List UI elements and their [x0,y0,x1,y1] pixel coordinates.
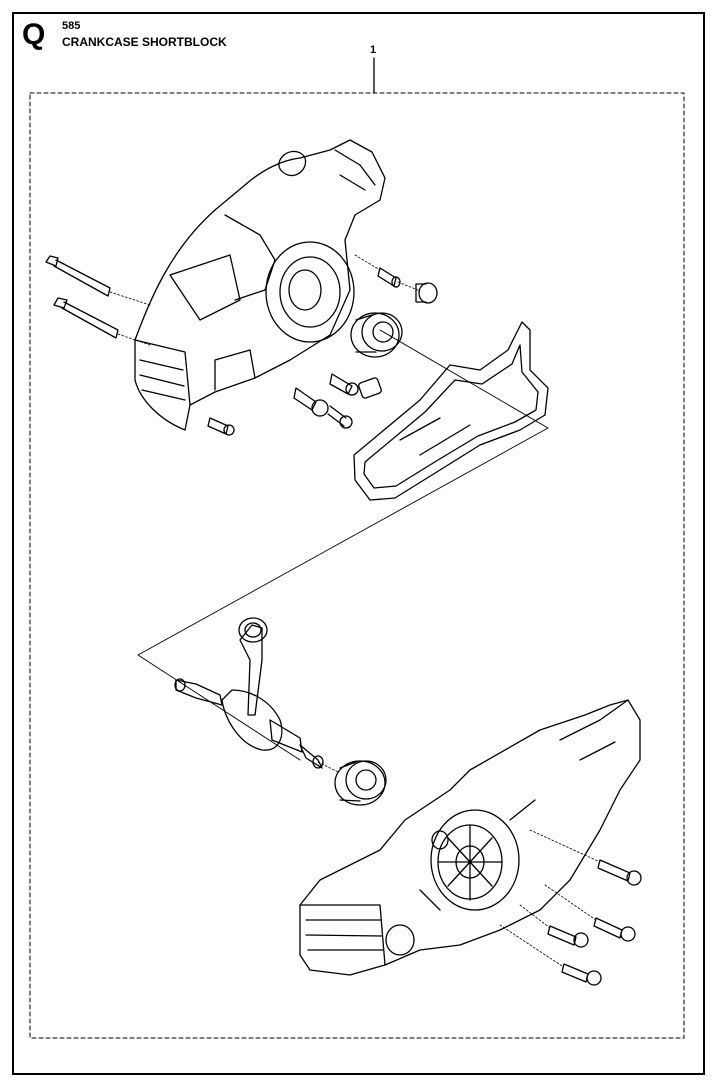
section-number: 585 [62,20,81,32]
leader-line [109,291,151,306]
screw-lower-2 [593,917,636,942]
screw-lower-1 [597,859,642,886]
leader-line [354,254,381,271]
crankcase-gasket [353,321,549,501]
leader-line [519,904,551,929]
section-letter: Q [22,18,46,51]
assembly-plane-line [137,427,549,761]
leader-line [529,829,601,863]
kit-boundary [29,92,685,1039]
page-frame [12,12,705,1075]
bearing-lower [334,760,387,806]
sleeve-bottom [207,417,235,436]
leader-line [544,884,597,921]
bolt-short-1 [377,267,401,288]
dowel-pin-2 [293,387,329,417]
crankshaft-connecting-rod [174,617,324,769]
assembly-plane-line [379,329,549,429]
crankcase-half-lower [299,699,641,976]
screw-lower-4 [561,963,602,986]
dowel-pin-1 [329,373,359,396]
bearing-upper [350,312,403,358]
screw-lower-3 [547,925,589,948]
sleeve-small [327,405,353,429]
leader-line [117,333,151,346]
cap-plug [415,282,438,304]
bolt-long-1 [45,255,111,297]
callout-1: 1 [370,44,377,56]
seal-small [358,377,382,399]
crankcase-half-upper [134,139,386,431]
leader-line [317,761,339,773]
section-title: CRANKCASE SHORTBLOCK [62,35,227,49]
bolt-long-2 [53,297,119,339]
leader-line [499,924,563,967]
leader-line [397,281,419,291]
